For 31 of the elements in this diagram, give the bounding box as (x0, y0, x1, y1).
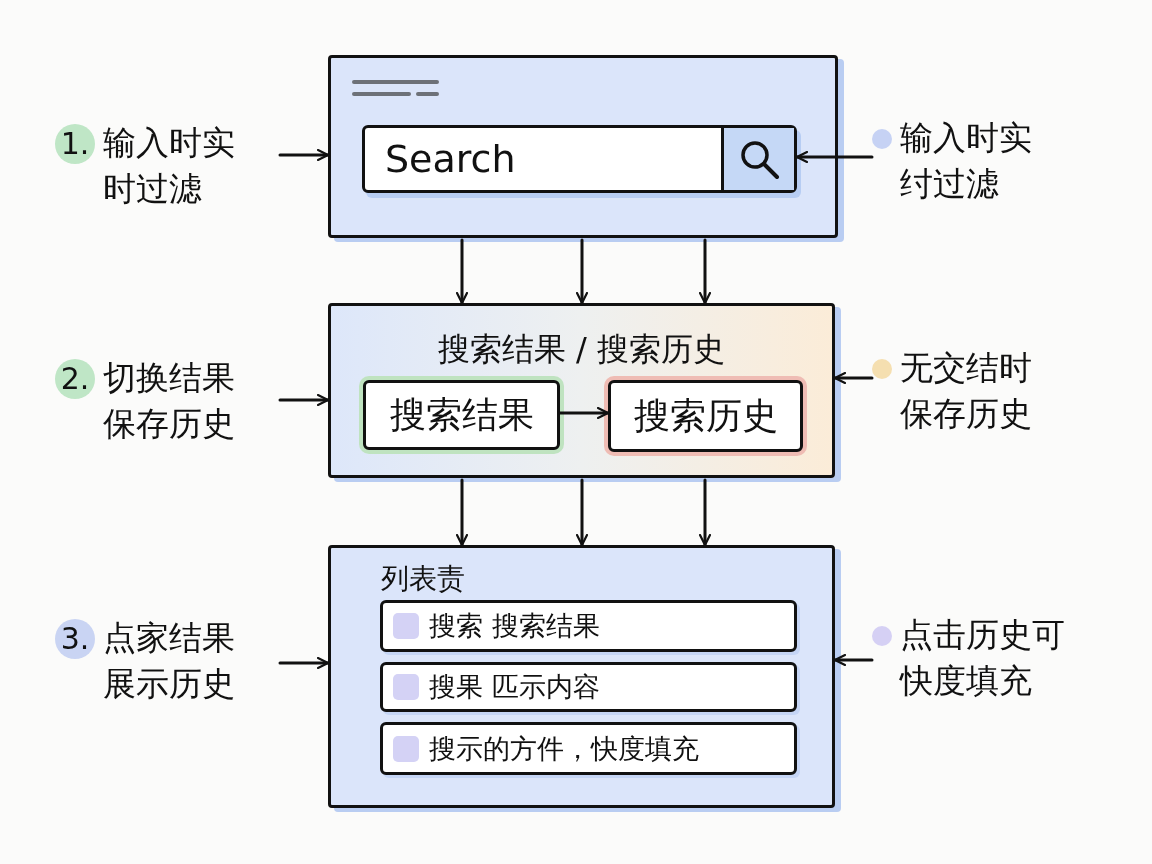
list-item (380, 662, 797, 712)
arrow (455, 478, 469, 547)
arrow (833, 371, 874, 385)
arrow (795, 150, 874, 164)
item-text: 搜索 搜索结果 (429, 609, 600, 643)
arrow (278, 393, 330, 407)
note-text: 输入时实纣过滤 (900, 117, 1033, 205)
step-number: 3. (55, 619, 95, 659)
list-item (380, 600, 797, 652)
note-text: 输入时实时过滤 (103, 122, 236, 210)
arrow (558, 406, 610, 420)
arrow (833, 653, 874, 667)
arrow (455, 238, 469, 305)
item-text: 搜果 匹示内容 (429, 670, 600, 704)
arrow (698, 478, 712, 547)
item-text: 搜示的方件，快度填充 (429, 731, 699, 766)
arrow (278, 656, 330, 670)
step-number: 2. (55, 359, 95, 399)
panel-title: 列表责 (381, 561, 465, 597)
arrow (278, 148, 330, 162)
note-text: 切换结果保存历史 (103, 357, 236, 445)
placeholder-text: Search (385, 137, 516, 181)
note-text: 无交结时保存历史 (900, 347, 1033, 435)
list-item (380, 722, 797, 775)
arrow (575, 478, 589, 547)
note-text: 点击历史可快度填充 (900, 614, 1066, 702)
note-text: 点家结果展示历史 (103, 617, 236, 705)
arrow (698, 238, 712, 305)
step-number: 1. (55, 124, 95, 164)
panel-title: 搜索结果 / 搜索历史 (436, 329, 727, 370)
arrow (575, 238, 589, 305)
